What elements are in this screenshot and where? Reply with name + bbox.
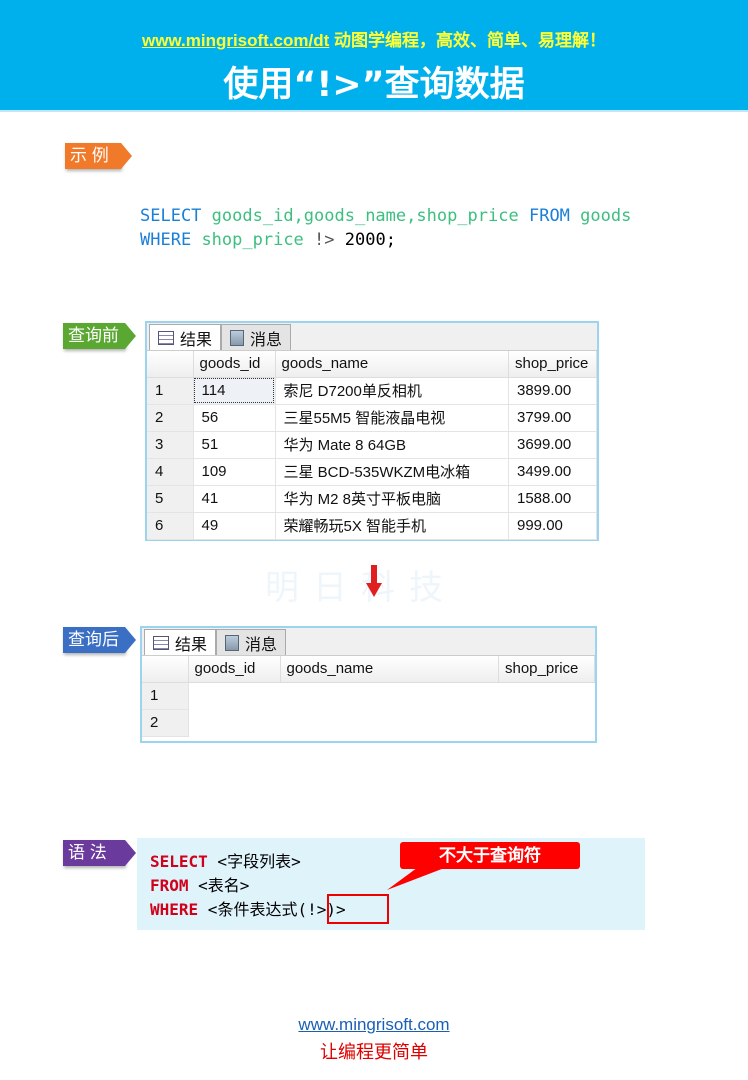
tab-messages[interactable]: 消息 xyxy=(221,324,292,350)
footer-slogan: 让编程更简单 xyxy=(320,1042,428,1062)
row-number[interactable]: 4 xyxy=(147,458,194,486)
header-url-link[interactable]: www.mingrisoft.com/dt xyxy=(141,31,330,50)
table-cell[interactable]: 109 xyxy=(193,458,276,486)
table-cell[interactable]: 3899.00 xyxy=(508,377,597,405)
tab-messages[interactable]: 消息 xyxy=(216,629,287,655)
callout-pointer xyxy=(387,862,460,890)
header-subtitle: www.mingrisoft.com/dt 动图学编程，高效、简单、易理解！ xyxy=(0,26,748,51)
grid-icon xyxy=(158,330,174,345)
table-cell[interactable]: 3699.00 xyxy=(508,431,597,459)
table-cell[interactable]: 三星55M5 智能液晶电视 xyxy=(275,404,509,432)
message-icon xyxy=(225,634,240,651)
syntax-tag: 语 法 xyxy=(63,840,136,866)
example-tag: 示 例 xyxy=(65,143,132,169)
callout-label: 不大于查询符 xyxy=(400,842,580,869)
row-number[interactable]: 2 xyxy=(147,404,194,432)
row-number[interactable]: 3 xyxy=(147,431,194,459)
down-arrow-icon xyxy=(366,565,382,597)
operator-highlight xyxy=(327,894,389,924)
after-tag: 查询后 xyxy=(63,627,136,653)
tab-results[interactable]: 结果 xyxy=(144,629,217,655)
row-number[interactable]: 6 xyxy=(147,512,194,540)
message-icon xyxy=(230,329,245,346)
table-cell[interactable]: 114 xyxy=(193,377,276,405)
table-cell[interactable]: 1588.00 xyxy=(508,485,597,513)
table-cell[interactable]: 51 xyxy=(193,431,276,459)
example-code: SELECT goods_id,goods_name,shop_price FR… xyxy=(140,206,632,250)
footer-link[interactable]: www.mingrisoft.com xyxy=(298,1015,450,1034)
grid-icon xyxy=(153,635,169,650)
before-tag: 查询前 xyxy=(63,323,136,349)
table-cell[interactable]: 索尼 D7200单反相机 xyxy=(275,377,509,405)
row-number[interactable]: 5 xyxy=(147,485,194,513)
watermark: 明日科技 xyxy=(265,569,457,607)
table-cell[interactable]: 41 xyxy=(193,485,276,513)
table-cell[interactable]: 华为 M2 8英寸平板电脑 xyxy=(275,485,509,513)
table-cell[interactable]: 49 xyxy=(193,512,276,540)
table-row: 1 xyxy=(142,682,595,710)
header-slogan: 动图学编程，高效、简单、易理解！ xyxy=(334,31,607,50)
row-number[interactable]: 1 xyxy=(147,377,194,405)
table-cell[interactable]: 999.00 xyxy=(508,512,597,540)
tab-results[interactable]: 结果 xyxy=(149,324,222,350)
table-cell[interactable]: 56 xyxy=(193,404,276,432)
table-cell[interactable]: 3799.00 xyxy=(508,404,597,432)
table-row: 2 xyxy=(142,709,595,737)
header: www.mingrisoft.com/dt 动图学编程，高效、简单、易理解！ 使… xyxy=(0,0,748,112)
table-cell[interactable]: 3499.00 xyxy=(508,458,597,486)
table-cell[interactable]: 三星 BCD-535WKZM电冰箱 xyxy=(275,458,509,486)
table-cell[interactable]: 华为 Mate 8 64GB xyxy=(275,431,509,459)
page-title: 使用“!>”查询数据 xyxy=(223,65,525,105)
table-cell[interactable]: 荣耀畅玩5X 智能手机 xyxy=(275,512,509,540)
